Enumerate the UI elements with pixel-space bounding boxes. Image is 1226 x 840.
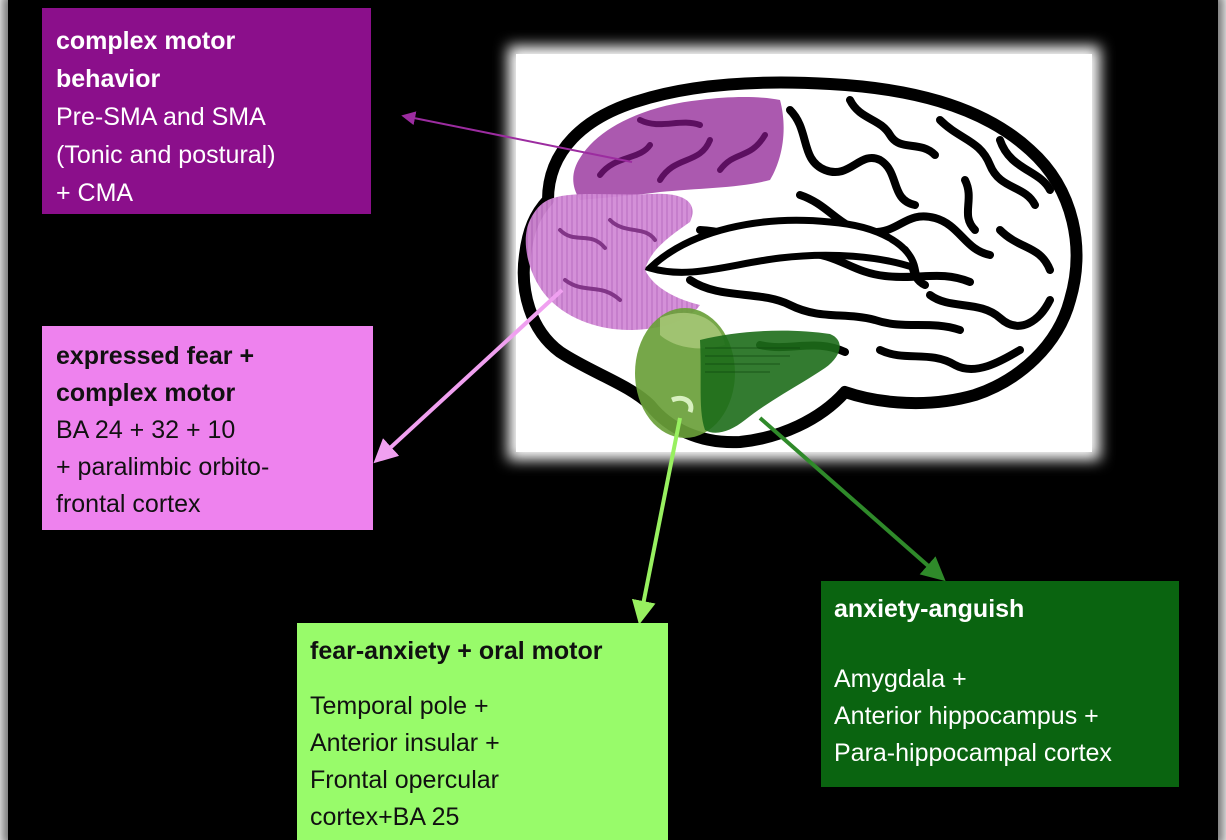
oral-motor-line-3: Frontal opercular — [310, 762, 655, 799]
anxiety-anguish-title: anxiety-anguish — [834, 591, 1166, 628]
complex-motor-line-3: + CMA — [56, 174, 357, 212]
oral-motor-label-box: fear-anxiety + oral motor Temporal pole … — [297, 623, 668, 840]
oral-motor-line-1: Temporal pole + — [310, 688, 655, 725]
complex-motor-title-1: complex motor — [56, 22, 357, 60]
expressed-fear-line-1: BA 24 + 32 + 10 — [56, 412, 359, 449]
oral-motor-line-4: cortex+BA 25 — [310, 799, 655, 836]
anxiety-anguish-line-1: Amygdala + — [834, 661, 1166, 698]
anxiety-anguish-line-3: Para-hippocampal cortex — [834, 735, 1166, 772]
expressed-fear-label-box: expressed fear + complex motor BA 24 + 3… — [42, 326, 373, 530]
expressed-fear-line-3: frontal cortex — [56, 486, 359, 523]
expressed-fear-title-2: complex motor — [56, 375, 359, 412]
anxiety-anguish-label-box: anxiety-anguish Amygdala + Anterior hipp… — [821, 581, 1179, 787]
complex-motor-line-2: (Tonic and postural) — [56, 136, 357, 174]
oral-motor-line-2: Anterior insular + — [310, 725, 655, 762]
anxiety-anguish-line-2: Anterior hippocampus + — [834, 698, 1166, 735]
complex-motor-line-1: Pre-SMA and SMA — [56, 98, 357, 136]
complex-motor-label-box: complex motor behavior Pre-SMA and SMA (… — [42, 8, 371, 214]
expressed-fear-line-2: + paralimbic orbito- — [56, 449, 359, 486]
oral-motor-title: fear-anxiety + oral motor — [310, 633, 655, 670]
complex-motor-title-2: behavior — [56, 60, 357, 98]
expressed-fear-title-1: expressed fear + — [56, 338, 359, 375]
